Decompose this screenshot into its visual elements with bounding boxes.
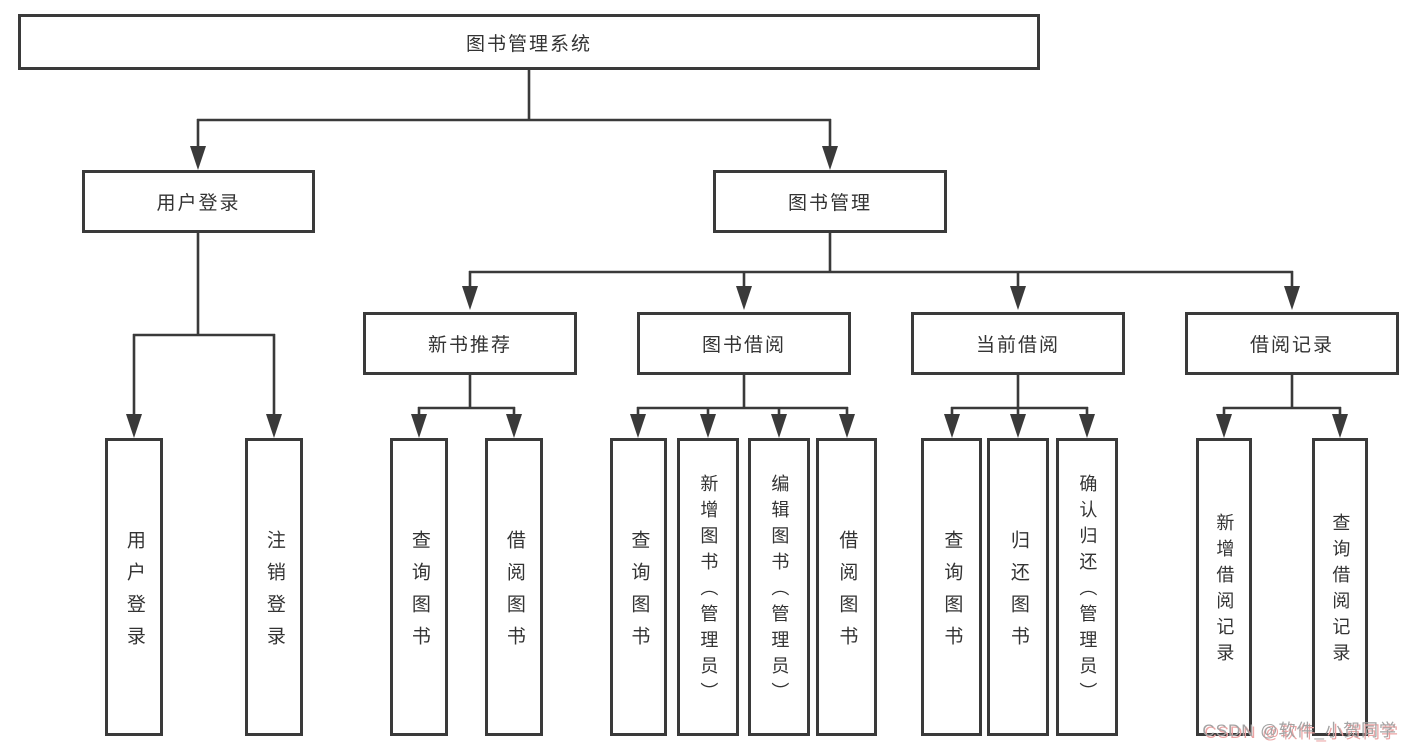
leaf-confirm-return-admin-label: 确认归还（管理员）: [1077, 474, 1098, 708]
leaf-query-books-borrow-label: 查询图书: [628, 529, 650, 658]
node-borrowing-records-label: 借阅记录: [1249, 335, 1334, 356]
leaf-confirm-return-admin: 确认归还（管理员）: [1056, 438, 1118, 736]
node-borrowing-records: 借阅记录: [1185, 312, 1399, 375]
csdn-watermark: CSDN @软件_小贺同学: [1202, 721, 1397, 740]
node-new-book-recommendation-label: 新书推荐: [427, 335, 512, 356]
leaf-add-book-admin: 新增图书（管理员）: [677, 438, 739, 736]
leaf-edit-book-admin: 编辑图书（管理员）: [748, 438, 810, 736]
leaf-query-books-recommend: 查询图书: [390, 438, 448, 736]
leaf-edit-book-admin-label: 编辑图书（管理员）: [769, 474, 790, 708]
leaf-borrow-books-recommend: 借阅图书: [485, 438, 543, 736]
leaf-user-login-label: 用户登录: [123, 529, 145, 658]
leaf-borrow-books-recommend-label: 借阅图书: [503, 529, 525, 658]
leaf-return-book: 归还图书: [987, 438, 1049, 736]
node-root: 图书管理系统: [18, 14, 1040, 70]
leaf-user-login: 用户登录: [105, 438, 163, 736]
leaf-query-books-recommend-label: 查询图书: [408, 529, 430, 658]
leaf-borrow-books-label: 借阅图书: [836, 529, 858, 658]
leaf-add-borrow-record: 新增借阅记录: [1196, 438, 1252, 736]
leaf-logout: 注销登录: [245, 438, 303, 736]
leaf-borrow-books: 借阅图书: [816, 438, 877, 736]
leaf-add-borrow-record-label: 新增借阅记录: [1214, 513, 1235, 669]
leaf-query-books-borrow: 查询图书: [610, 438, 667, 736]
leaf-add-book-admin-label: 新增图书（管理员）: [698, 474, 719, 708]
node-user-login-label: 用户登录: [156, 193, 241, 214]
node-current-borrowing: 当前借阅: [911, 312, 1125, 375]
node-new-book-recommendation: 新书推荐: [363, 312, 577, 375]
node-book-management: 图书管理: [713, 170, 947, 233]
node-user-login: 用户登录: [82, 170, 315, 233]
node-book-borrowing-label: 图书借阅: [701, 335, 786, 356]
node-book-borrowing: 图书借阅: [637, 312, 851, 375]
leaf-return-book-label: 归还图书: [1007, 529, 1029, 658]
node-book-management-label: 图书管理: [787, 193, 872, 214]
leaf-query-borrow-record: 查询借阅记录: [1312, 438, 1368, 736]
leaf-query-books-current: 查询图书: [921, 438, 982, 736]
leaf-query-books-current-label: 查询图书: [941, 529, 963, 658]
node-root-label: 图书管理系统: [465, 33, 592, 55]
node-current-borrowing-label: 当前借阅: [975, 335, 1060, 356]
leaf-query-borrow-record-label: 查询借阅记录: [1330, 513, 1351, 669]
leaf-logout-label: 注销登录: [263, 529, 285, 658]
